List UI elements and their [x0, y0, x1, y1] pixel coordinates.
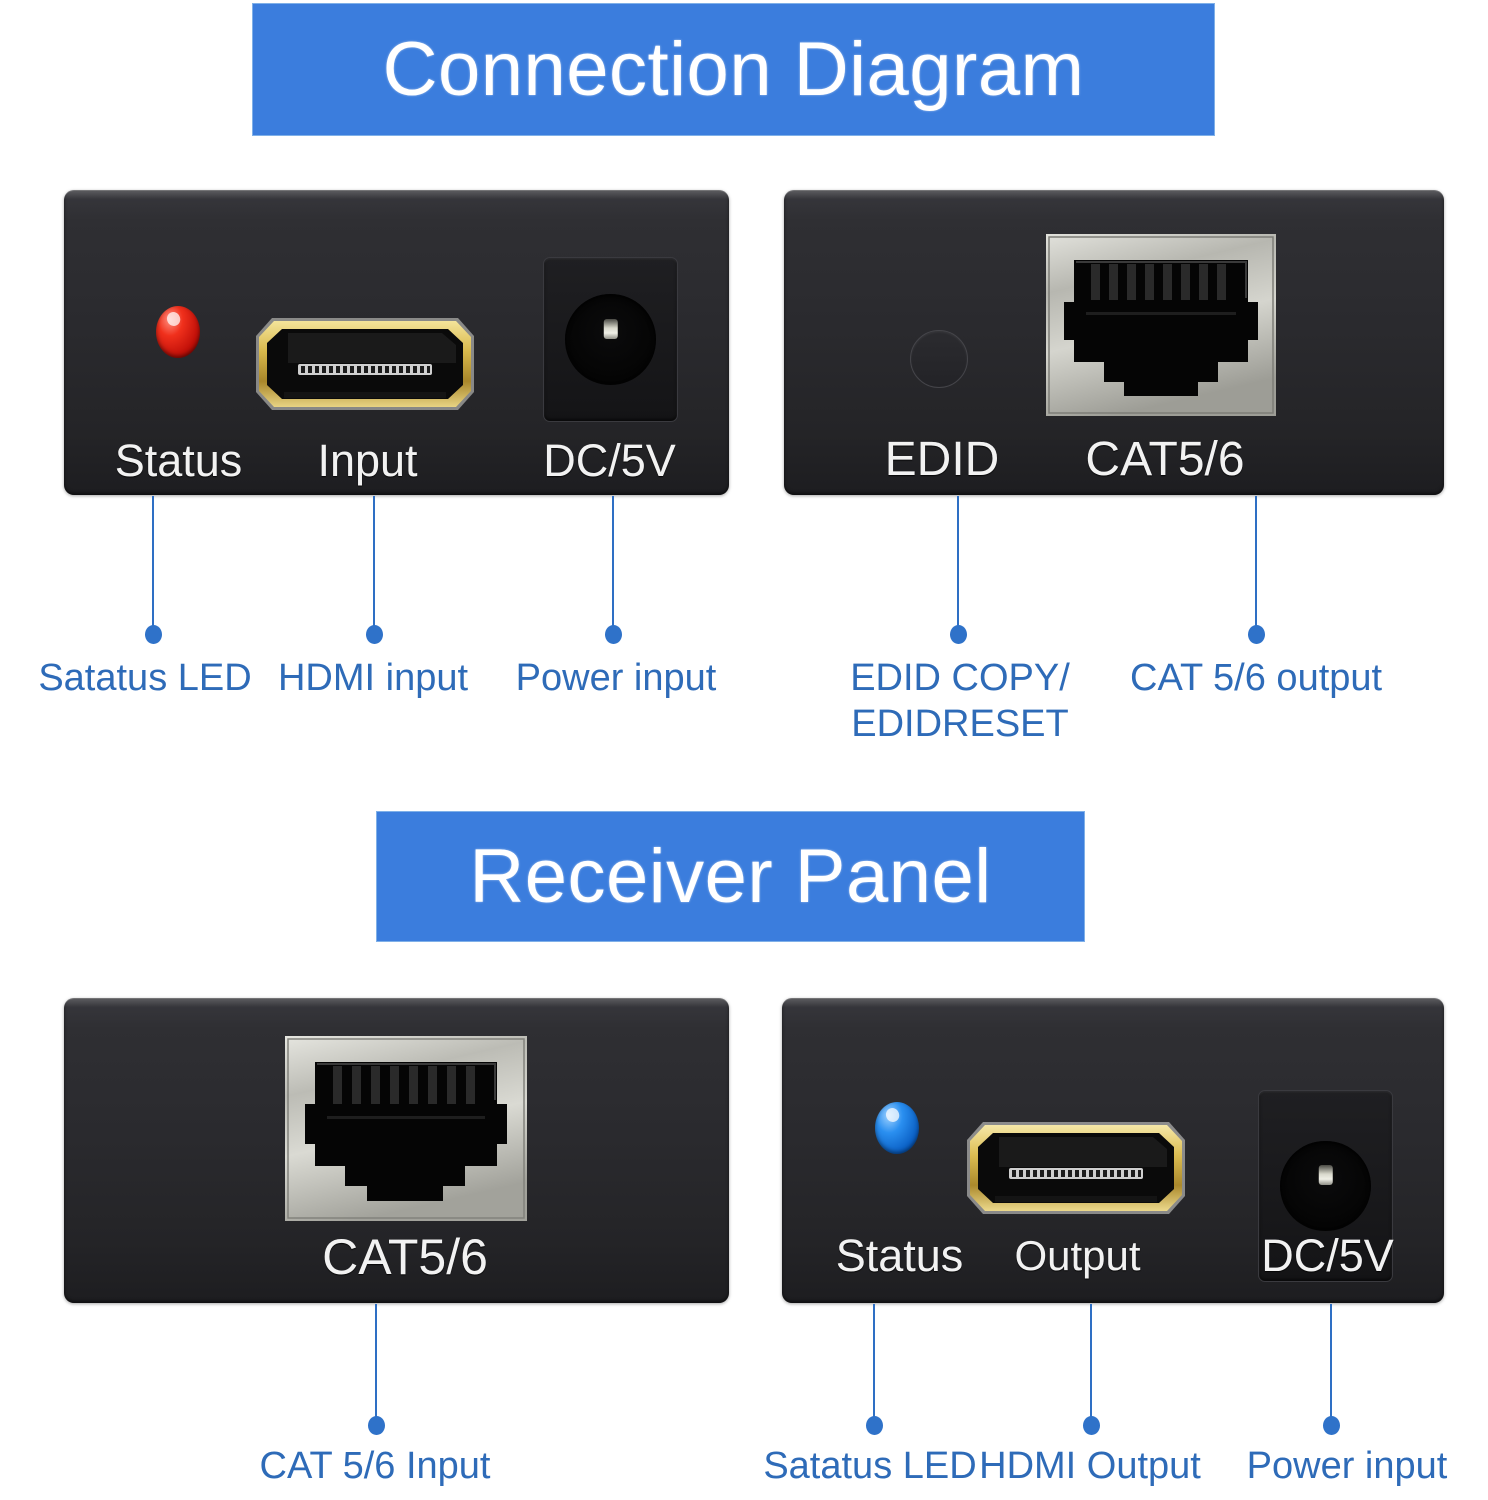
leader-line-cat-input [375, 1304, 377, 1418]
leader-line-edid-copy-reset [957, 496, 959, 627]
leader-dot-cat-output [1248, 625, 1265, 644]
leader-line-hdmi-input-tx [373, 496, 375, 627]
status-led-indicator-transmitter [156, 306, 200, 358]
leader-dot-status-led-tx [145, 625, 162, 644]
panel-label-input-transmitter: Input [317, 435, 418, 486]
panel-label-status-transmitter: Status [114, 435, 243, 486]
callout-power-input-tx: Power input [515, 657, 717, 699]
section-banner-connection-diagram: Connection Diagram [252, 3, 1215, 136]
leader-line-power-input-rx [1330, 1304, 1332, 1418]
callout-cat-output: CAT 5/6 output [1130, 657, 1383, 699]
leader-dot-power-input-rx [1323, 1416, 1340, 1435]
panel-label-edid: EDID [884, 433, 1000, 486]
rj45-input-port[interactable] [285, 1036, 527, 1221]
dc-power-jack-transmitter[interactable] [543, 257, 678, 422]
dc-jack-hole [1280, 1140, 1371, 1232]
dc-jack-center-pin [603, 318, 618, 339]
leader-line-hdmi-output-rx [1090, 1304, 1092, 1418]
dc-jack-center-pin [1318, 1165, 1333, 1186]
dc-power-jack-receiver[interactable] [1258, 1090, 1393, 1282]
callout-hdmi-input-tx: HDMI input [277, 657, 469, 699]
leader-dot-power-input-tx [605, 625, 622, 644]
leader-line-power-input-tx [612, 496, 614, 627]
callout-power-input-rx: Power input [1246, 1445, 1448, 1487]
hdmi-input-port[interactable] [254, 316, 476, 412]
edid-reset-button[interactable] [910, 330, 968, 388]
callout-status-led-tx: Satatus LED [38, 657, 252, 699]
callout-hdmi-output-rx: HDMI Output [979, 1445, 1201, 1487]
section-title-receiver-panel: Receiver Panel [469, 834, 992, 919]
leader-line-status-led-tx [152, 496, 154, 627]
status-led-indicator-receiver [875, 1102, 919, 1154]
panel-label-status-receiver: Status [835, 1230, 964, 1281]
leader-dot-hdmi-input-tx [366, 625, 383, 644]
dc-jack-hole [565, 294, 656, 385]
leader-line-cat-output [1255, 496, 1257, 627]
panel-label-dc5v-transmitter: DC/5V [543, 435, 676, 486]
callout-edid-copy-reset: EDID COPY/ EDIDRESET [850, 657, 1070, 746]
leader-dot-edid-copy-reset [950, 625, 967, 644]
leader-dot-status-led-rx [866, 1416, 883, 1435]
rj45-output-port[interactable] [1046, 234, 1276, 416]
panel-label-dc5v-receiver: DC/5V [1261, 1230, 1394, 1281]
leader-line-status-led-rx [873, 1304, 875, 1418]
callout-cat-input: CAT 5/6 Input [259, 1445, 491, 1487]
leader-dot-hdmi-output-rx [1083, 1416, 1100, 1435]
callout-status-led-rx: Satatus LED [763, 1445, 977, 1487]
panel-label-cat56-receiver: CAT5/6 [322, 1229, 488, 1285]
section-banner-receiver-panel: Receiver Panel [376, 811, 1085, 942]
panel-label-output-receiver: Output [1014, 1232, 1141, 1279]
hdmi-output-port[interactable] [965, 1120, 1187, 1216]
section-title-connection-diagram: Connection Diagram [382, 27, 1085, 112]
leader-dot-cat-input [368, 1416, 385, 1435]
panel-label-cat56-transmitter: CAT5/6 [1085, 433, 1245, 486]
